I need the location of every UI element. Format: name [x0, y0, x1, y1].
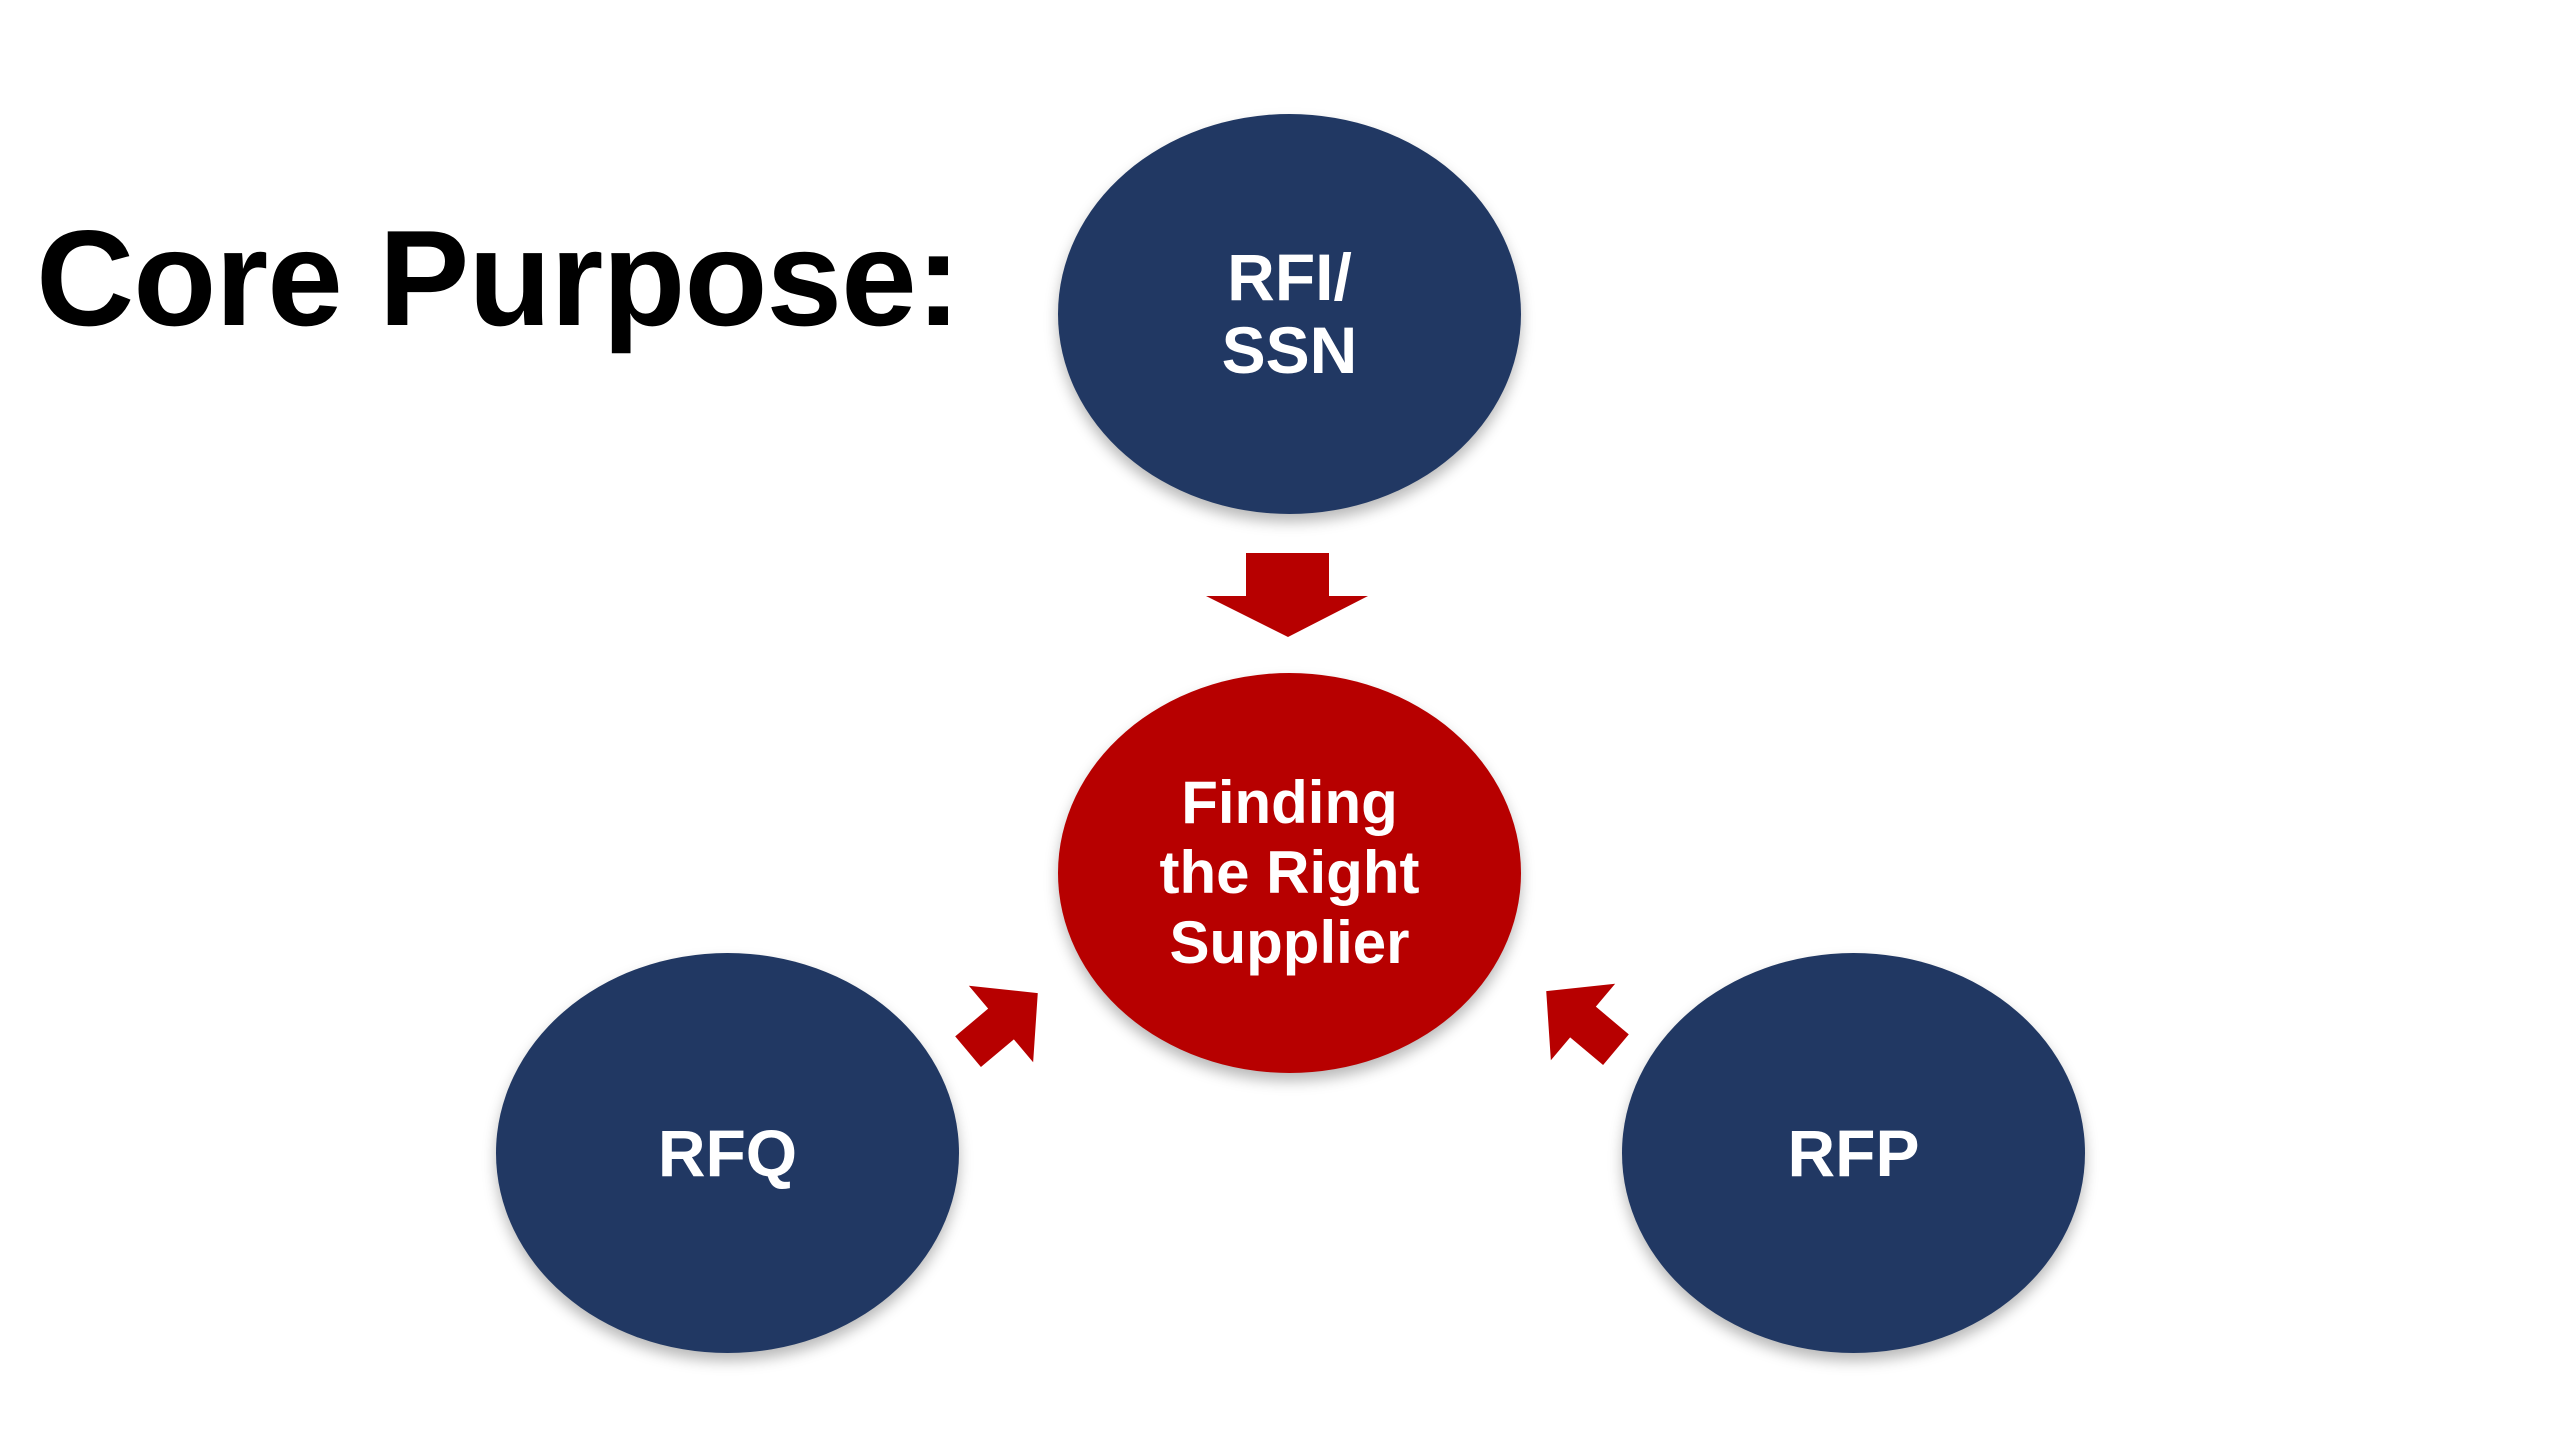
node-center-label: Finding the Right Supplier: [1159, 768, 1420, 977]
node-rfq-label: RFQ: [657, 1115, 798, 1190]
arrow-top-down: [1206, 553, 1368, 637]
node-rfp-label: RFP: [1787, 1115, 1920, 1190]
node-rfi-ssn: RFI/ SSN: [1058, 114, 1521, 514]
node-finding-right-supplier: Finding the Right Supplier: [1058, 673, 1521, 1073]
page-title: Core Purpose:: [36, 202, 961, 354]
arrow-right-up-left: [1546, 983, 1629, 1065]
arrow-left-up-right: [955, 985, 1038, 1067]
node-rfp: RFP: [1622, 953, 2085, 1353]
node-rfq: RFQ: [496, 953, 959, 1353]
node-rfi-ssn-label: RFI/ SSN: [1221, 240, 1358, 387]
